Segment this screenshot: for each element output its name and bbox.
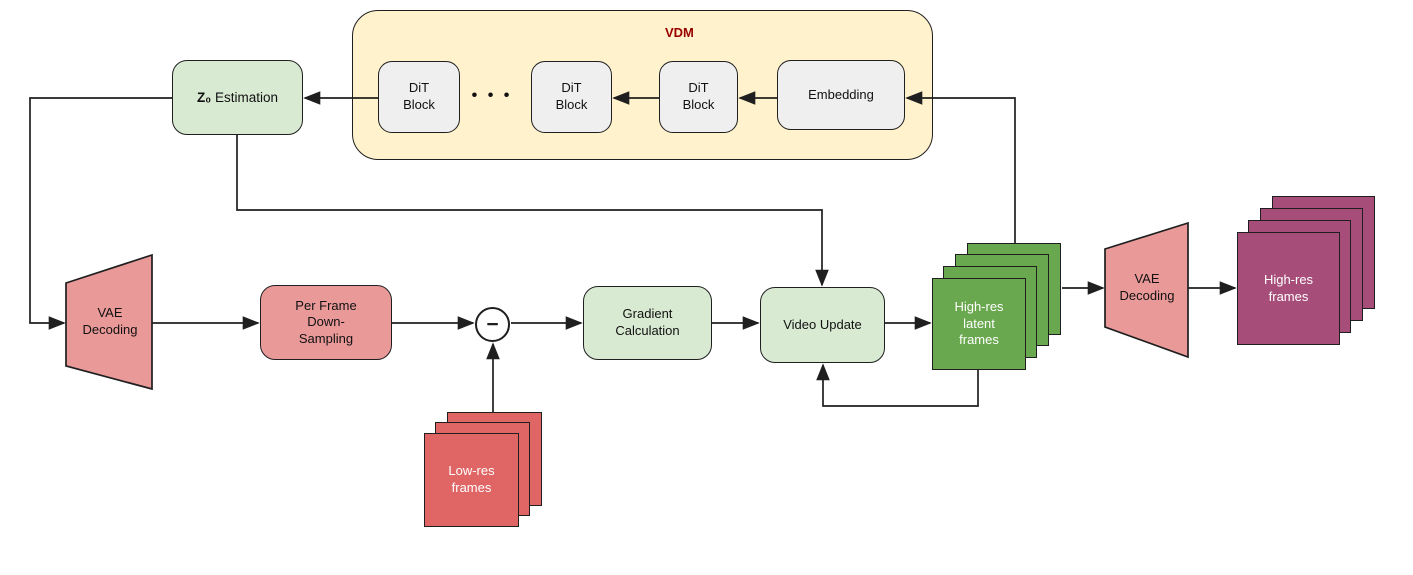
arrow-latent-frames-feedback-to-video-update <box>816 363 979 407</box>
dit-block-2: DiT Block <box>531 61 612 133</box>
vdm-title: VDM <box>665 25 694 40</box>
minus-icon: − <box>486 313 499 336</box>
ellipsis-dots: • • • <box>471 87 513 104</box>
dit-block-2-label: DiT Block <box>555 80 588 112</box>
per-frame-downsampling-label: Per Frame Down- Sampling <box>295 297 357 346</box>
vae-decoding-right-label: VAE Decoding <box>1119 271 1175 303</box>
frame-front: High-res latent frames <box>932 278 1026 370</box>
frame-front: Low-res frames <box>424 433 519 527</box>
embedding-label: Embedding <box>808 86 874 102</box>
dit-block-1: DiT Block <box>378 61 460 133</box>
video-update-box: Video Update <box>760 287 885 363</box>
embedding-block: Embedding <box>777 60 905 130</box>
dit-block-3-label: DiT Block <box>682 80 715 112</box>
per-frame-downsampling-box: Per Frame Down- Sampling <box>260 285 392 360</box>
gradient-calculation-box: Gradient Calculation <box>583 286 712 360</box>
high-res-latent-frames-label: High-res latent frames <box>954 299 1004 348</box>
z0-estimation-box: Z₀ Estimation <box>172 60 303 135</box>
z0-estimation-label: Z₀ Estimation <box>196 89 279 105</box>
low-res-frames-label: Low-res frames <box>448 463 495 495</box>
video-update-label: Video Update <box>783 316 862 332</box>
high-res-frames-label: High-res frames <box>1263 271 1314 304</box>
frame-front: High-res frames <box>1237 232 1340 345</box>
vae-decoding-left-label: VAE Decoding <box>82 305 138 337</box>
gradient-calculation-label: Gradient Calculation <box>615 306 680 338</box>
dit-block-1-label: DiT Block <box>403 80 435 112</box>
dit-block-3: DiT Block <box>659 61 738 133</box>
subtract-node: − <box>475 307 510 342</box>
vae-decoding-right-shape <box>1104 221 1189 359</box>
